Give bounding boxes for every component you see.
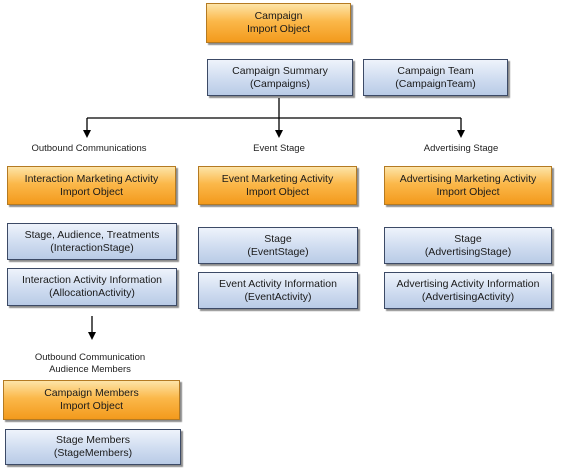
advertising-activity-box: Advertising Activity Information (Advert… xyxy=(384,272,552,309)
audience-members-label: Outbound Communication Audience Members xyxy=(14,352,166,376)
campaign-summary-line1: Campaign Summary xyxy=(232,64,328,77)
campaign-import-line1: Campaign xyxy=(254,10,303,22)
campaign-members-import-object-box: Campaign Members Import Object xyxy=(3,380,180,420)
audience-label-line1: Outbound Communication xyxy=(34,352,146,363)
event-import-line2: Import Object xyxy=(245,185,310,198)
advertising-stage-line1: Stage xyxy=(454,232,482,245)
advertising-stage-label: Advertising Stage xyxy=(423,143,499,154)
interaction-activity-box: Interaction Activity Information (Alloca… xyxy=(7,268,177,306)
interaction-import-line1: Interaction Marketing Activity xyxy=(24,172,159,185)
event-stage-line2: (EventStage) xyxy=(247,245,309,258)
advertising-import-object-box: Advertising Marketing Activity Import Ob… xyxy=(384,166,552,205)
stage-members-box: Stage Members (StageMembers) xyxy=(5,429,181,465)
campaign-team-line1: Campaign Team xyxy=(397,64,474,77)
advertising-activity-line1: Advertising Activity Information xyxy=(396,277,540,290)
interaction-activity-line2: (AllocationActivity) xyxy=(49,287,135,299)
interaction-import-object-box: Interaction Marketing Activity Import Ob… xyxy=(7,166,176,205)
event-activity-line1: Event Activity Information xyxy=(219,277,337,290)
event-activity-line2: (EventActivity) xyxy=(244,290,312,303)
event-import-line1: Event Marketing Activity xyxy=(221,172,334,185)
event-import-object-box: Event Marketing Activity Import Object xyxy=(198,166,357,205)
campaign-team-line2: (CampaignTeam) xyxy=(395,77,476,90)
audience-label-line2: Audience Members xyxy=(49,364,131,375)
interaction-import-line2: Import Object xyxy=(59,185,124,198)
interaction-activity-line1: Interaction Activity Information xyxy=(21,274,163,286)
members-import-line1: Campaign Members xyxy=(44,387,139,399)
advertising-import-line2: Import Object xyxy=(436,185,500,198)
campaign-summary-line2: (Campaigns) xyxy=(249,77,311,90)
outbound-communications-label: Outbound Communications xyxy=(31,143,147,154)
advertising-stage-line2: (AdvertisingStage) xyxy=(424,245,512,258)
campaign-import-object-box: Campaign Import Object xyxy=(206,3,351,43)
campaign-import-line2: Import Object xyxy=(246,23,311,35)
interaction-stage-line2: (InteractionStage) xyxy=(50,241,134,254)
stage-members-line1: Stage Members xyxy=(55,434,131,446)
members-import-line2: Import Object xyxy=(59,400,124,412)
advertising-stage-box: Stage (AdvertisingStage) xyxy=(384,227,552,264)
advertising-activity-line2: (AdvertisingActivity) xyxy=(421,290,515,303)
interaction-stage-box: Stage, Audience, Treatments (Interaction… xyxy=(7,223,177,260)
interaction-stage-line1: Stage, Audience, Treatments xyxy=(24,228,160,241)
event-activity-box: Event Activity Information (EventActivit… xyxy=(198,272,358,309)
stage-members-line2: (StageMembers) xyxy=(53,447,133,459)
event-stage-box: Stage (EventStage) xyxy=(198,227,358,264)
campaign-summary-box: Campaign Summary (Campaigns) xyxy=(207,59,353,96)
advertising-import-line1: Advertising Marketing Activity xyxy=(399,172,537,185)
event-stage-line1: Stage xyxy=(264,232,292,245)
event-stage-label: Event Stage xyxy=(253,143,305,154)
campaign-team-box: Campaign Team (CampaignTeam) xyxy=(363,59,508,96)
